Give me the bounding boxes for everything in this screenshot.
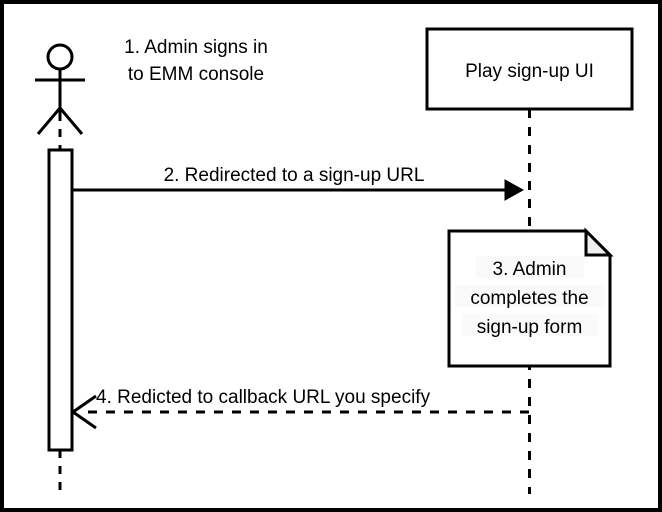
note-text-highlight-2: [455, 285, 605, 307]
note-label-line3: sign-up form: [477, 317, 583, 338]
step-1-annotation: 1. Admin signs in to EMM console: [124, 37, 268, 85]
participant-label-play-signup-ui: Play sign-up UI: [465, 61, 594, 82]
actor-leg-left-icon: [36, 107, 62, 135]
step-2-message: 2. Redirected to a sign-up URL: [72, 165, 525, 201]
note-label-line1: 3. Admin: [493, 259, 567, 280]
actor-leg-right-icon: [58, 107, 84, 135]
activation-bar-admin: [47, 148, 74, 452]
step-4-arrowhead-icon: [70, 394, 97, 430]
note-text-highlight-3: [462, 314, 598, 336]
actor-head-icon: [46, 43, 74, 71]
step-4-message: 4. Redicted to callback URL you specify: [70, 387, 529, 430]
participant-box-play-signup-ui: [425, 27, 634, 111]
actor-admin: [35, 43, 85, 135]
step-2-label: 2. Redirected to a sign-up URL: [164, 165, 425, 186]
note-text-highlight-1: [476, 256, 584, 278]
step-1-label-line2: to EMM console: [128, 64, 264, 85]
note-label-line2: completes the: [470, 288, 588, 309]
step-4-label: 4. Redicted to callback URL you specify: [96, 387, 431, 408]
note-fold-icon: [584, 227, 614, 257]
step-1-label-line1: 1. Admin signs in: [124, 37, 268, 58]
step-3-note: 3. Admin completes the sign-up form: [447, 227, 614, 368]
step-2-arrowhead-icon: [504, 179, 525, 201]
